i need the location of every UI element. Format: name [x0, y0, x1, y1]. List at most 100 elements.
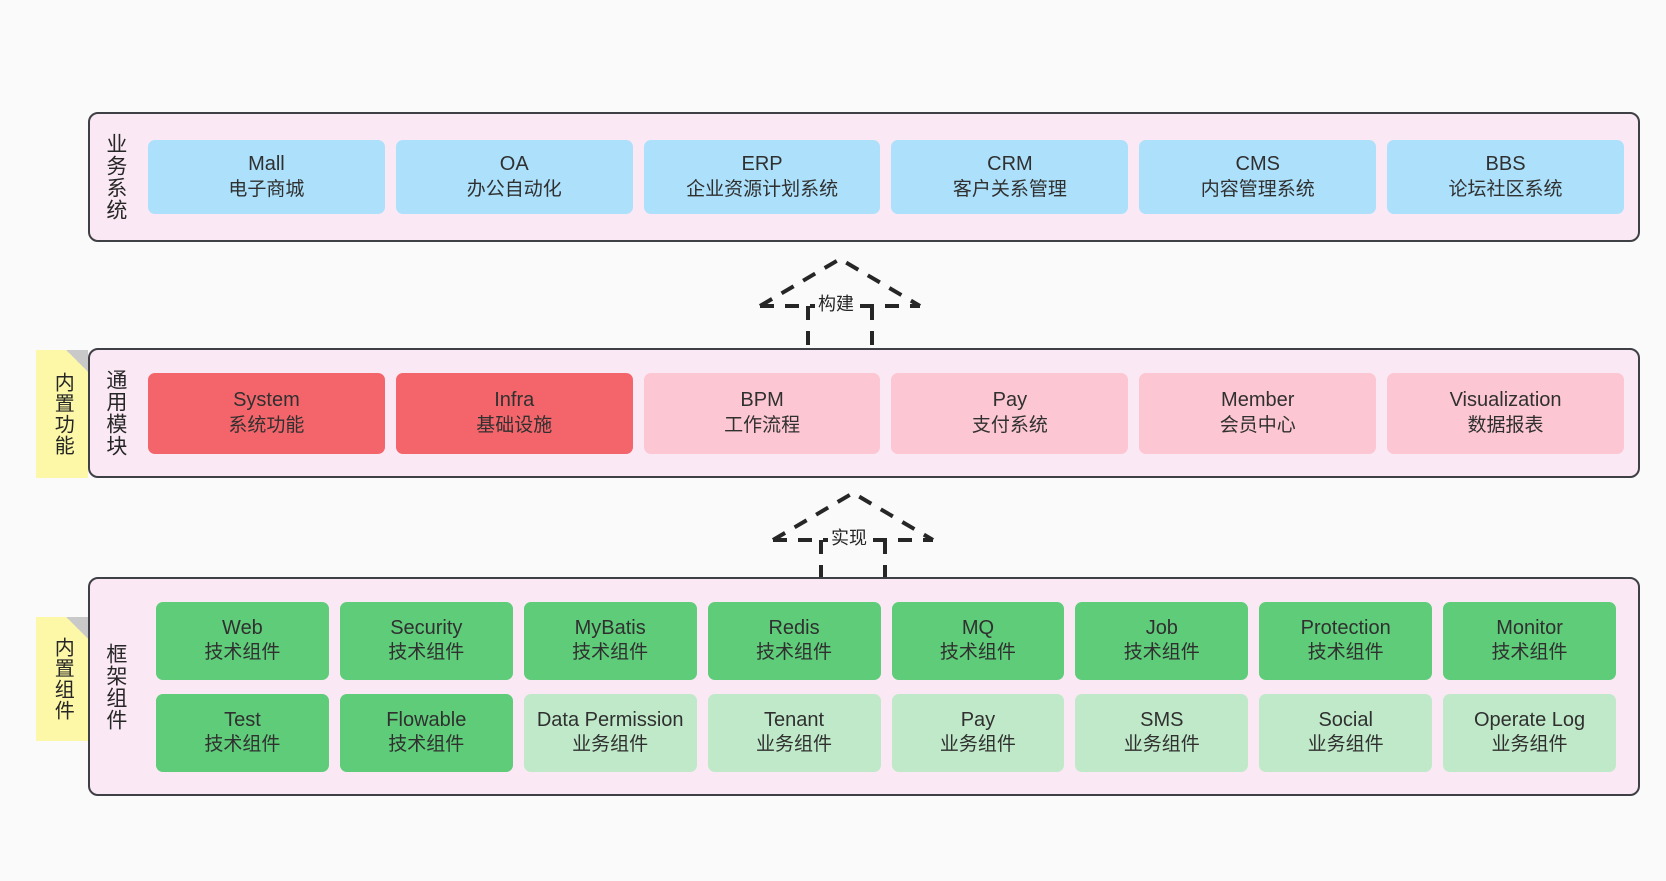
card-title: BBS [1485, 153, 1526, 176]
card-subtitle: 业务组件 [572, 734, 649, 756]
card-row: Test 技术组件 Flowable 技术组件 Data Permission … [148, 693, 1624, 772]
card-title: CRM [987, 153, 1033, 176]
implement-arrow: 实现 [768, 488, 938, 586]
card-data-permission[interactable]: Data Permission 业务组件 [523, 693, 697, 772]
card-security[interactable]: Security 技术组件 [339, 601, 513, 680]
card-subtitle: 业务组件 [1307, 734, 1384, 756]
layer-title-business-system: 业务系统 [103, 133, 127, 221]
card-subtitle: 技术组件 [939, 642, 1016, 664]
card-title: Mall [248, 153, 285, 176]
card-subtitle: 技术组件 [204, 642, 281, 664]
layer-framework-component: 框架组件 Web 技术组件 Security 技术组件 MyBatis 技术组件 [88, 577, 1640, 796]
card-title: OA [499, 153, 529, 176]
card-subtitle: 工作流程 [724, 414, 801, 436]
card-title: Protection [1300, 616, 1391, 639]
card-subtitle: 业务组件 [756, 734, 833, 756]
card-subtitle: 企业资源计划系统 [686, 178, 839, 200]
card-web[interactable]: Web 技术组件 [156, 601, 329, 680]
card-title: Flowable [386, 708, 467, 731]
card-test[interactable]: Test 技术组件 [156, 693, 329, 772]
layer-common-module: 通用模块 System 系统功能 Infra 基础设施 BPM 工作流程 Pay… [88, 348, 1640, 478]
card-row: Mall 电子商城 OA 办公自动化 ERP 企业资源计划系统 CRM 客户关系… [140, 140, 1632, 214]
card-title: Monitor [1496, 616, 1563, 639]
card-subtitle: 论坛社区系统 [1448, 178, 1563, 200]
card-crm[interactable]: CRM 客户关系管理 [891, 140, 1129, 214]
card-row: System 系统功能 Infra 基础设施 BPM 工作流程 Pay 支付系统… [140, 372, 1632, 454]
card-title: ERP [741, 153, 783, 176]
card-protection[interactable]: Protection 技术组件 [1259, 601, 1433, 680]
card-subtitle: 技术组件 [1307, 642, 1384, 664]
card-visualization[interactable]: Visualization 数据报表 [1387, 372, 1624, 454]
card-subtitle: 业务组件 [939, 734, 1016, 756]
card-title: SMS [1140, 708, 1184, 731]
folded-corner-icon [66, 617, 88, 639]
card-subtitle: 数据报表 [1467, 414, 1544, 436]
card-title: MyBatis [574, 616, 646, 639]
note-builtin-function: 内置功能 [36, 350, 88, 478]
card-title: Pay [992, 389, 1028, 412]
card-subtitle: 技术组件 [572, 642, 649, 664]
card-tenant[interactable]: Tenant 业务组件 [707, 693, 881, 772]
layer-body-business-system: Mall 电子商城 OA 办公自动化 ERP 企业资源计划系统 CRM 客户关系… [140, 114, 1638, 240]
build-arrow-label: 构建 [815, 290, 857, 316]
card-title: Tenant [764, 708, 825, 731]
implement-arrow-label: 实现 [828, 524, 870, 550]
card-title: Visualization [1449, 389, 1562, 412]
card-title: MQ [961, 616, 995, 639]
card-subtitle: 技术组件 [388, 642, 465, 664]
card-subtitle: 业务组件 [1491, 734, 1568, 756]
card-subtitle: 技术组件 [756, 642, 833, 664]
card-bbs[interactable]: BBS 论坛社区系统 [1387, 140, 1624, 214]
card-title: Member [1221, 389, 1295, 412]
card-job[interactable]: Job 技术组件 [1075, 601, 1249, 680]
card-subtitle: 电子商城 [228, 178, 305, 200]
card-bpm[interactable]: BPM 工作流程 [643, 372, 881, 454]
card-subtitle: 技术组件 [1123, 642, 1200, 664]
card-flowable[interactable]: Flowable 技术组件 [339, 693, 513, 772]
layer-body-framework-component: Web 技术组件 Security 技术组件 MyBatis 技术组件 Redi… [140, 579, 1638, 794]
card-pay-business[interactable]: Pay 业务组件 [891, 693, 1065, 772]
card-title: System [233, 389, 300, 412]
card-social[interactable]: Social 业务组件 [1259, 693, 1433, 772]
card-operate-log[interactable]: Operate Log 业务组件 [1443, 693, 1616, 772]
card-title: Data Permission [536, 708, 684, 731]
card-title: Infra [494, 389, 535, 412]
card-sms[interactable]: SMS 业务组件 [1075, 693, 1249, 772]
folded-corner-icon [66, 350, 88, 372]
card-system[interactable]: System 系统功能 [148, 372, 385, 454]
card-subtitle: 技术组件 [388, 734, 465, 756]
card-subtitle: 系统功能 [228, 414, 305, 436]
card-title: Redis [768, 616, 820, 639]
card-subtitle: 会员中心 [1219, 414, 1296, 436]
card-member[interactable]: Member 会员中心 [1139, 372, 1377, 454]
card-redis[interactable]: Redis 技术组件 [707, 601, 881, 680]
card-title: Pay [960, 708, 996, 731]
build-arrow: 构建 [755, 254, 925, 352]
card-subtitle: 技术组件 [1491, 642, 1568, 664]
card-subtitle: 内容管理系统 [1200, 178, 1315, 200]
card-infra[interactable]: Infra 基础设施 [395, 372, 633, 454]
card-subtitle: 办公自动化 [466, 178, 562, 200]
card-pay[interactable]: Pay 支付系统 [891, 372, 1129, 454]
card-subtitle: 业务组件 [1123, 734, 1200, 756]
layer-title-common-module: 通用模块 [103, 369, 127, 457]
card-erp[interactable]: ERP 企业资源计划系统 [643, 140, 881, 214]
note-builtin-component: 内置组件 [36, 617, 88, 741]
card-subtitle: 技术组件 [204, 734, 281, 756]
card-subtitle: 基础设施 [476, 414, 553, 436]
note-label: 内置组件 [51, 637, 74, 721]
card-title: Job [1145, 616, 1178, 639]
card-title: CMS [1235, 153, 1280, 176]
card-row: Web 技术组件 Security 技术组件 MyBatis 技术组件 Redi… [148, 601, 1624, 680]
layer-business-system: 业务系统 Mall 电子商城 OA 办公自动化 ERP 企业资源计划系统 CRM… [88, 112, 1640, 242]
card-oa[interactable]: OA 办公自动化 [395, 140, 633, 214]
card-mybatis[interactable]: MyBatis 技术组件 [523, 601, 697, 680]
card-subtitle: 客户关系管理 [952, 178, 1067, 200]
card-cms[interactable]: CMS 内容管理系统 [1139, 140, 1377, 214]
card-title: Operate Log [1473, 708, 1586, 731]
card-subtitle: 支付系统 [971, 414, 1048, 436]
card-mall[interactable]: Mall 电子商城 [148, 140, 385, 214]
card-mq[interactable]: MQ 技术组件 [891, 601, 1065, 680]
card-monitor[interactable]: Monitor 技术组件 [1443, 601, 1616, 680]
